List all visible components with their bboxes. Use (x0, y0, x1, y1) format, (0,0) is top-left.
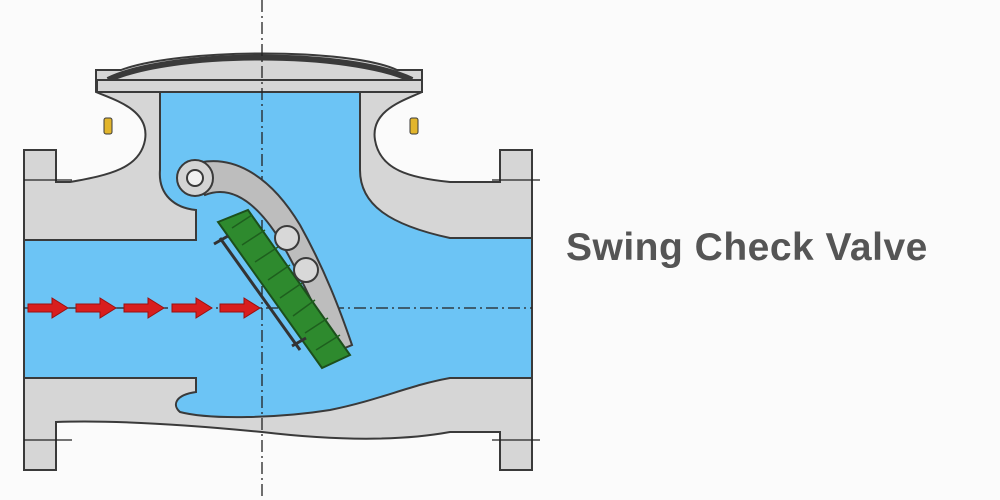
cover-bolt-left (103, 117, 113, 135)
flow-arrow-icon (27, 297, 69, 319)
cover-flange (96, 79, 423, 93)
flow-arrow-icon (171, 297, 213, 319)
arm-ball-lower (293, 257, 319, 283)
flow-arrow-icon (75, 297, 117, 319)
valve-disc (216, 208, 352, 370)
disc-nut-bottom (291, 336, 307, 348)
cover-bolt-right (409, 117, 419, 135)
flow-arrows (27, 297, 261, 319)
flow-arrow-icon (123, 297, 165, 319)
arm-ball-upper (274, 225, 300, 251)
flow-arrow-icon (219, 297, 261, 319)
disc-nut-top (213, 234, 229, 246)
bonnet-cover (106, 54, 414, 83)
disc-stud (218, 237, 302, 351)
diagram-title: Swing Check Valve (566, 226, 928, 269)
hinge-pin-inner (186, 169, 204, 187)
